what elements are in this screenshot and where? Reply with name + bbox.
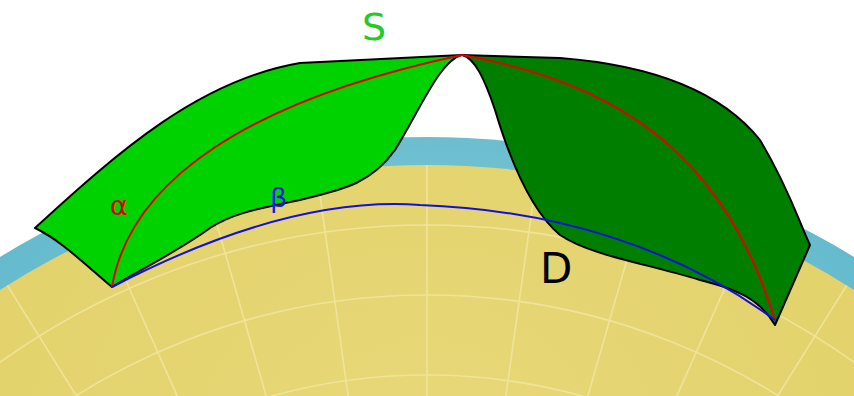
grid-line — [426, 155, 428, 396]
grid-line — [315, 163, 427, 396]
curve-label: α — [110, 192, 128, 219]
surface-right — [462, 55, 810, 325]
grid-line — [427, 343, 854, 396]
surface-left — [35, 55, 462, 287]
grid-line — [2, 277, 427, 396]
alpha-curve — [462, 55, 775, 320]
curve-label: β — [270, 184, 287, 211]
alpha-curve — [112, 55, 462, 287]
grid-line — [206, 186, 427, 396]
region-label: D — [540, 248, 572, 290]
grid-line — [427, 163, 539, 396]
grid-line — [0, 343, 427, 396]
surface-label: S — [362, 8, 386, 46]
beta-curve — [112, 204, 775, 320]
